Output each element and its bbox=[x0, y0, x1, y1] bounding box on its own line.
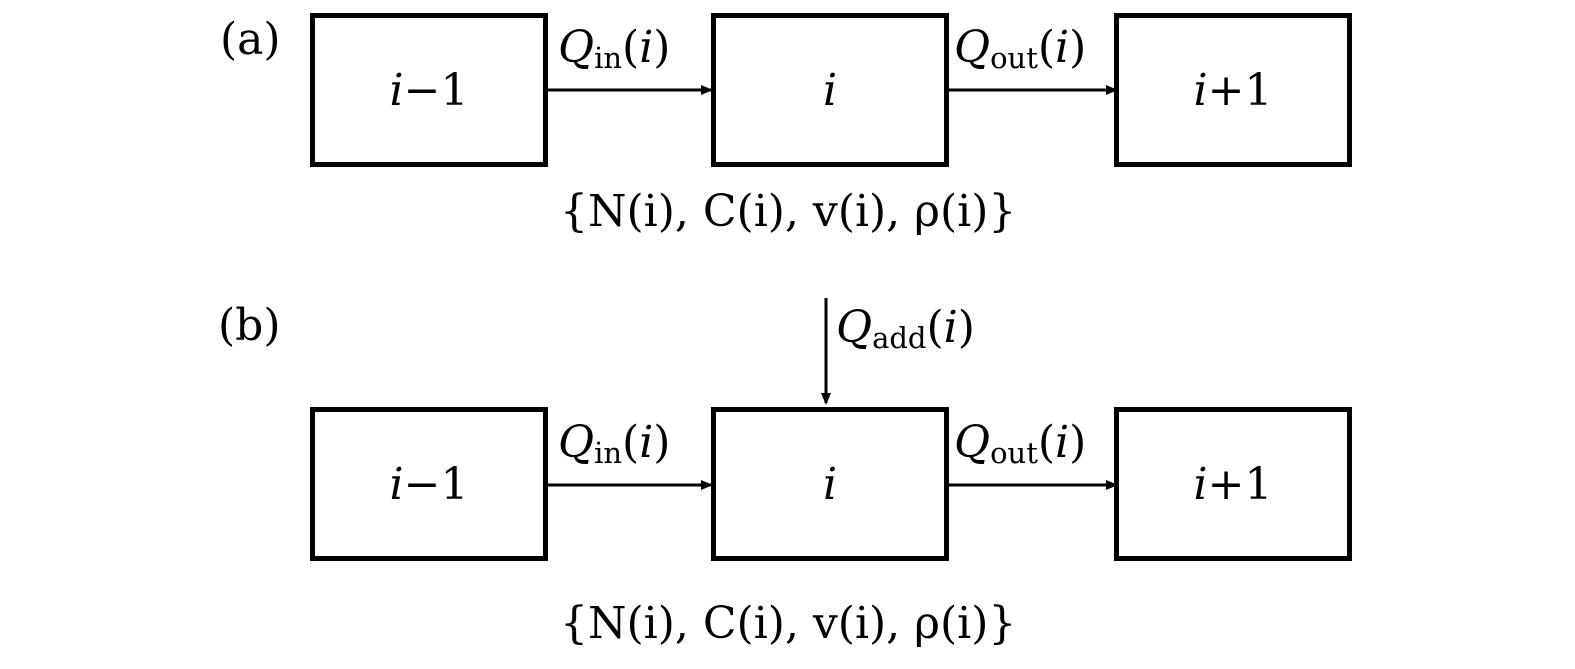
panel-b-label: (b) bbox=[218, 300, 281, 351]
box-b-current: i bbox=[711, 407, 949, 561]
box-a-prev-num: 1 bbox=[440, 64, 469, 116]
box-a-prev: i−1 bbox=[310, 13, 548, 167]
box-a-prev-var: i bbox=[389, 64, 404, 116]
box-a-next: i+1 bbox=[1114, 13, 1352, 167]
flow-b-out-label: Qout(i) bbox=[954, 417, 1087, 470]
state-a: {N(i), C(i), v(i), ρ(i)} bbox=[560, 186, 1017, 237]
box-a-current: i bbox=[711, 13, 949, 167]
box-a-next-var: i bbox=[1193, 64, 1208, 116]
box-b-next-var: i bbox=[1193, 458, 1208, 510]
box-a-current-var: i bbox=[822, 64, 838, 116]
box-b-next: i+1 bbox=[1114, 407, 1352, 561]
state-b: {N(i), C(i), v(i), ρ(i)} bbox=[560, 598, 1017, 649]
panel-a-label: (a) bbox=[220, 14, 281, 65]
flow-b-in-label: Qin(i) bbox=[558, 417, 671, 470]
box-b-next-op: + bbox=[1207, 458, 1245, 510]
flow-a-out-label: Qout(i) bbox=[954, 22, 1087, 75]
box-b-current-var: i bbox=[822, 458, 838, 510]
box-a-prev-op: − bbox=[403, 64, 441, 116]
box-a-next-op: + bbox=[1207, 64, 1245, 116]
box-b-prev-var: i bbox=[389, 458, 404, 510]
flow-b-add-label: Qadd(i) bbox=[836, 302, 975, 355]
flow-a-in-label: Qin(i) bbox=[558, 22, 671, 75]
box-b-prev: i−1 bbox=[310, 407, 548, 561]
box-b-prev-op: − bbox=[403, 458, 441, 510]
box-b-next-num: 1 bbox=[1244, 458, 1273, 510]
box-a-next-num: 1 bbox=[1244, 64, 1273, 116]
box-b-prev-num: 1 bbox=[440, 458, 469, 510]
